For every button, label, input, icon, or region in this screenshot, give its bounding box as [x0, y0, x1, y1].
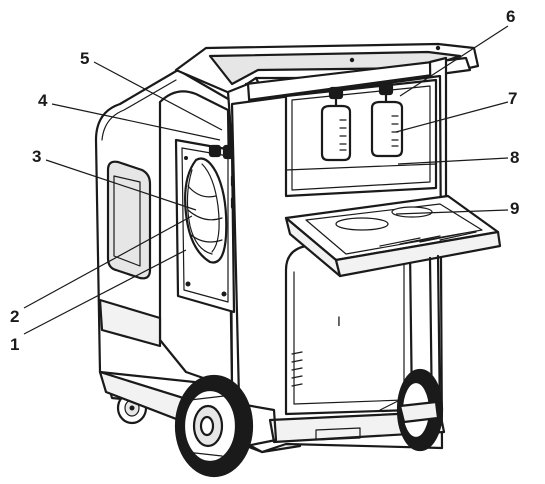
leader-4 — [51, 103, 221, 141]
callout-9: 9 — [510, 199, 519, 218]
callout-1: 1 — [10, 335, 19, 354]
leader-9 — [395, 209, 509, 215]
oil-bottle-left — [320, 86, 352, 162]
hose-compartment — [174, 138, 240, 314]
callout-6: 6 — [506, 7, 515, 26]
leader-2 — [23, 215, 193, 309]
leader-3 — [45, 159, 197, 211]
leader-lines — [23, 25, 509, 335]
leader-7 — [395, 101, 509, 133]
front-panel-mark: I — [337, 313, 341, 329]
front-left-wheel — [174, 374, 278, 478]
callout-7: 7 — [508, 89, 517, 108]
callout-4: 4 — [38, 91, 48, 110]
top-handle-frame — [174, 42, 480, 202]
leader-6 — [399, 25, 509, 97]
callout-5: 5 — [80, 49, 89, 68]
leader-8 — [397, 157, 509, 165]
callout-2: 2 — [10, 307, 19, 326]
leader-5 — [93, 61, 223, 131]
leader-1 — [23, 249, 187, 335]
oil-bottle-right — [370, 82, 404, 158]
front-right-wheel — [396, 368, 444, 452]
callout-labels: 1 2 3 4 5 6 7 8 9 — [10, 7, 519, 354]
callout-3: 3 — [32, 147, 41, 166]
callout-8: 8 — [510, 148, 519, 167]
